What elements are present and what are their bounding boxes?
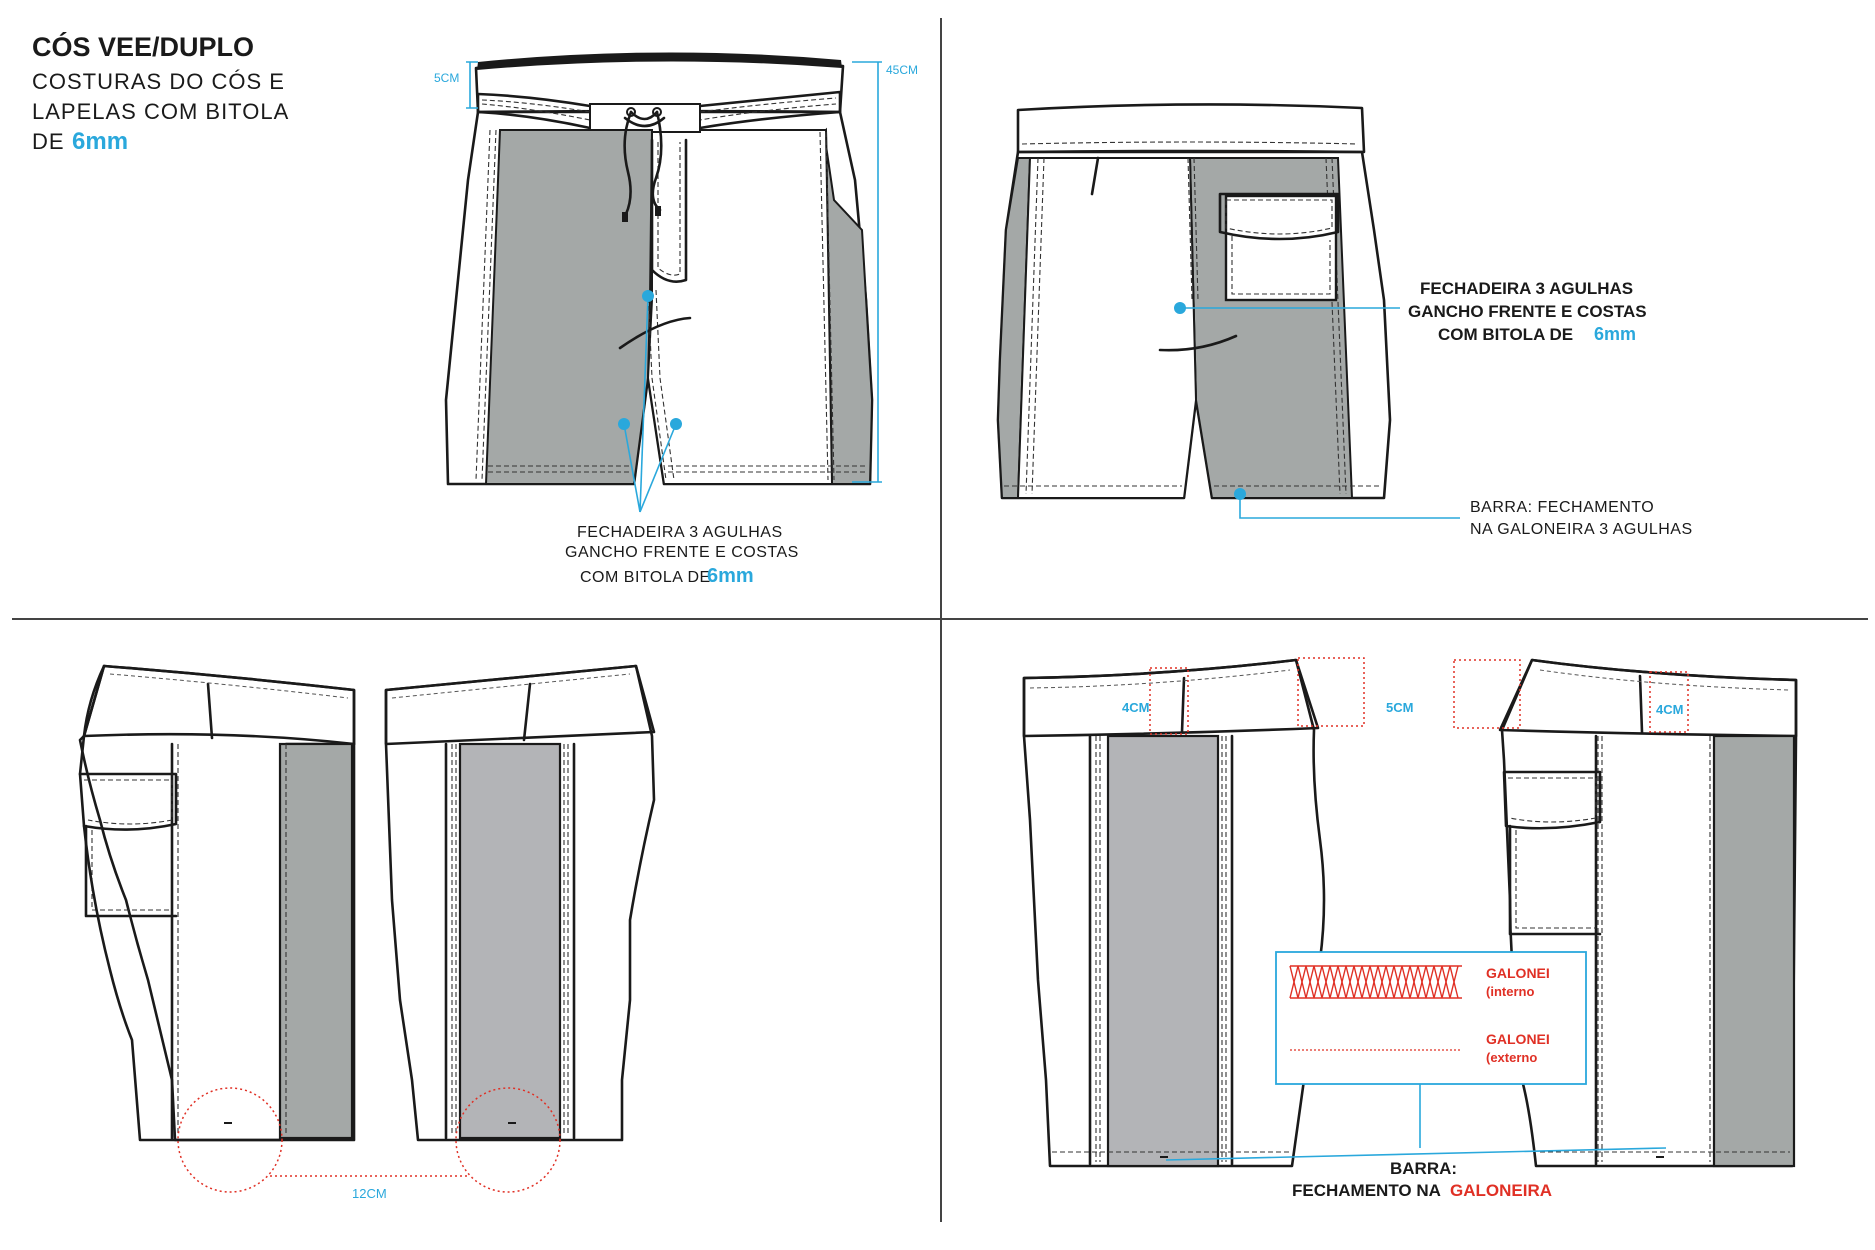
dim-waist-5cm: 5CM [434,71,459,85]
quadrant-dividers [12,18,1868,1222]
dim-side-4cm-right: 4CM [1656,702,1683,717]
drawstring-icon [622,107,666,222]
front-seam-note: FECHADEIRA 3 AGULHAS GANCHO FRENTE E COS… [565,524,799,587]
back-seam-note: FECHADEIRA 3 AGULHAS GANCHO FRENTE E COS… [1408,279,1647,344]
back-note-prefix: COM BITOLA DE [1438,325,1573,344]
back-note-value: 6mm [1594,324,1636,344]
front-note-value: 6mm [707,565,754,587]
legend-internal-label: GALONEI [1486,965,1550,981]
header-block: CÓS VEE/DUPLO COSTURAS DO CÓS E LAPELAS … [32,31,289,155]
dim-side-5cm: 5CM [1386,700,1413,715]
side-view-right-b [1453,658,1798,1168]
stitch-legend: GALONEI (interno GALONEI (externo [1165,951,1667,1161]
subtitle-prefix: DE [32,129,65,154]
front-view-shorts [444,52,882,513]
page-title: CÓS VEE/DUPLO [32,31,254,62]
front-note-line-1: FECHADEIRA 3 AGULHAS [577,524,783,541]
side-hem-line-2-highlight: GALONEIRA [1450,1181,1552,1200]
dim-side-4cm-left: 4CM [1122,700,1149,715]
back-hem-line-1: BARRA: FECHAMENTO [1470,499,1654,516]
back-view-shorts [996,103,1460,519]
legend-internal-sub: (interno [1486,984,1534,999]
coverstitch-internal-icon [1289,965,1462,999]
subtitle-line-2: LAPELAS COM BITOLA [32,99,289,124]
hem-detail-circles [177,1087,561,1193]
back-note-line-2: GANCHO FRENTE E COSTAS [1408,302,1647,321]
dim-hem-12cm: 12CM [352,1186,387,1201]
side-hem-line-1: BARRA: [1390,1159,1457,1178]
front-note-prefix: COM BITOLA DE [580,569,711,586]
subtitle-line-1: COSTURAS DO CÓS E [32,69,285,94]
side-hem-note: BARRA: FECHAMENTO NA GALONEIRA [1292,1159,1552,1200]
legend-external-sub: (externo [1486,1050,1537,1065]
side-view-right-a [1022,657,1365,1168]
back-note-line-1: FECHADEIRA 3 AGULHAS [1420,279,1633,298]
dim-length-45cm: 45CM [886,63,918,77]
legend-external-label: GALONEI [1486,1031,1550,1047]
subtitle-value: 6mm [72,128,128,155]
side-view-left-b [384,664,656,1142]
front-note-line-2: GANCHO FRENTE E COSTAS [565,544,799,561]
side-hem-line-2-prefix: FECHAMENTO NA [1292,1181,1441,1200]
side-view-left-a [78,664,356,1142]
back-hem-note: BARRA: FECHAMENTO NA GALONEIRA 3 AGULHAS [1470,499,1693,538]
back-hem-line-2: NA GALONEIRA 3 AGULHAS [1470,521,1693,538]
